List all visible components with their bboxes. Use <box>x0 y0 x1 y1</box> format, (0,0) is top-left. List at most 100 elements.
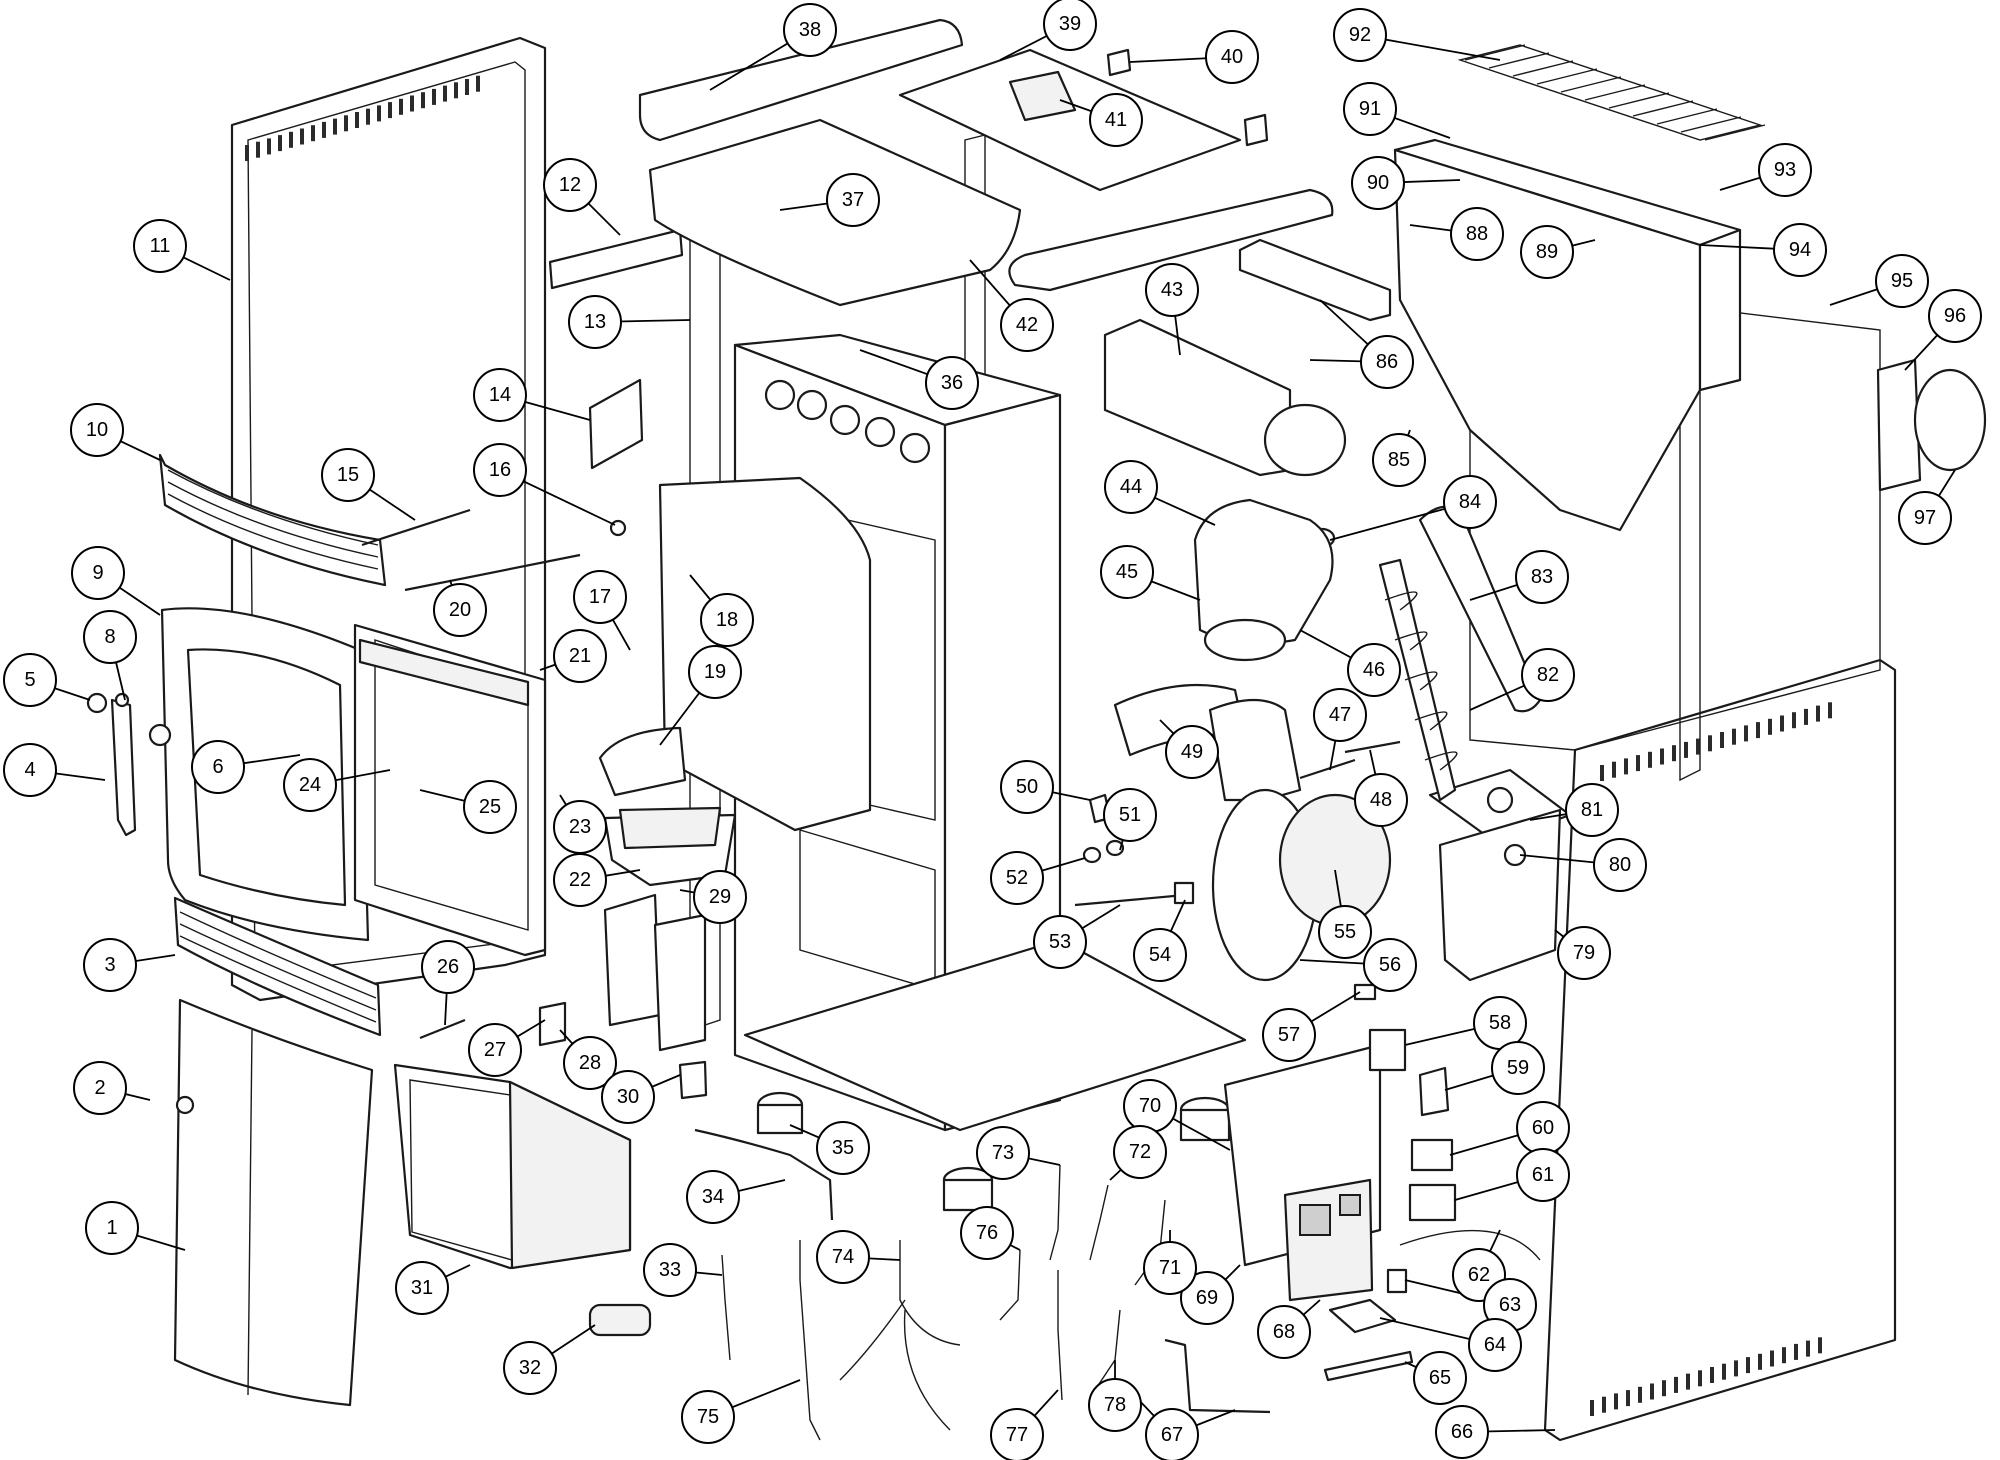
callout-number: 23 <box>569 816 591 838</box>
callout-77: 77 <box>990 1408 1044 1460</box>
callout-bubble <box>503 1341 557 1395</box>
callout-bubble <box>1033 915 1087 969</box>
callout-number: 86 <box>1376 351 1398 373</box>
vent-slot <box>1698 1370 1702 1387</box>
callout-43: 43 <box>1145 263 1199 317</box>
callout-35: 35 <box>816 1121 870 1175</box>
vent-slot <box>377 105 381 122</box>
callout-number: 42 <box>1016 314 1038 336</box>
callout-number: 30 <box>617 1086 639 1108</box>
grate-bar <box>1512 60 1574 77</box>
door-frame <box>160 607 370 942</box>
callout-23: 23 <box>553 800 607 854</box>
callout-bubble <box>73 1061 127 1115</box>
rear-panel-95 <box>1469 279 1881 751</box>
callout-bubble <box>643 1243 697 1297</box>
callout-number: 49 <box>1181 741 1203 763</box>
vent-slot <box>1768 718 1772 735</box>
grate-bar <box>1704 124 1766 141</box>
vent-slot <box>1780 715 1784 732</box>
spacer-26 <box>419 1018 466 1040</box>
callout-number: 61 <box>1532 1164 1554 1186</box>
clamp-54 <box>1173 881 1195 905</box>
vent-slot <box>1792 712 1796 729</box>
callout-number: 38 <box>799 19 821 41</box>
callout-bubble <box>686 1170 740 1224</box>
vent-slot <box>454 82 458 99</box>
callout-28: 28 <box>563 1036 617 1090</box>
igniter-34 <box>694 1128 834 1221</box>
callout-70: 70 <box>1123 1079 1177 1133</box>
nut-52b <box>1105 839 1125 857</box>
vent-slot <box>1720 732 1724 748</box>
callout-bubble <box>1262 1008 1316 1062</box>
callout-number: 50 <box>1016 776 1038 798</box>
vent-slot <box>1686 1373 1690 1390</box>
callout-number: 10 <box>86 419 108 441</box>
vent-slot <box>1708 735 1712 752</box>
grate-bar <box>1680 116 1742 133</box>
vent-slot <box>267 138 271 155</box>
callout-bubble <box>321 448 375 502</box>
foot-35b <box>756 1103 804 1135</box>
callout-number: 66 <box>1451 1421 1473 1443</box>
harness-33 <box>721 1254 731 1361</box>
callout-32: 32 <box>503 1341 557 1395</box>
callout-number: 95 <box>1891 270 1913 292</box>
callout-number: 96 <box>1944 305 1966 327</box>
callout-bubble <box>816 1230 870 1284</box>
vent-slot <box>1590 1400 1594 1416</box>
callout-26: 26 <box>421 940 475 994</box>
probe-65 <box>1323 1350 1414 1382</box>
callout-bubble <box>1043 0 1097 51</box>
lower-grille <box>173 896 382 1037</box>
remote-32 <box>588 1303 652 1337</box>
callout-number: 59 <box>1507 1057 1529 1079</box>
callout-number: 46 <box>1363 659 1385 681</box>
callout-25: 25 <box>463 780 517 834</box>
callout-bubble <box>1875 254 1929 308</box>
callout-bubble <box>1565 783 1619 837</box>
callout-number: 84 <box>1459 491 1481 513</box>
callout-number: 39 <box>1059 13 1081 35</box>
foot-70b <box>1179 1108 1231 1142</box>
callout-bubble <box>543 158 597 212</box>
callout-bubble <box>688 645 742 699</box>
callout-88: 88 <box>1450 207 1504 261</box>
bracket-59 <box>1418 1066 1450 1117</box>
vent-slot <box>1818 1337 1822 1354</box>
vent-slot <box>1782 1347 1786 1364</box>
callout-bubble <box>133 219 187 273</box>
callout-number: 90 <box>1367 172 1389 194</box>
vent-slot <box>1612 761 1616 778</box>
callout-bubble <box>1333 8 1387 62</box>
callout-34: 34 <box>686 1170 740 1224</box>
callout-number: 11 <box>150 235 171 257</box>
callout-51: 51 <box>1103 788 1157 842</box>
callout-number: 19 <box>704 661 726 683</box>
callout-73: 73 <box>976 1126 1030 1180</box>
callout-number: 17 <box>589 586 611 608</box>
callout-bubble <box>1491 1041 1545 1095</box>
vent-slot <box>333 118 337 135</box>
harness-78 <box>1094 1309 1121 1391</box>
callout-bubble <box>990 851 1044 905</box>
combustion-fan <box>1208 698 1392 982</box>
callout-number: 16 <box>489 459 511 481</box>
harness-76 <box>999 1249 1021 1321</box>
callout-number: 37 <box>842 189 864 211</box>
callout-number: 31 <box>411 1277 433 1299</box>
callout-number: 62 <box>1468 1264 1490 1286</box>
callout-number: 43 <box>1161 279 1183 301</box>
bracket-28 <box>653 913 707 1052</box>
callout-number: 63 <box>1499 1294 1521 1316</box>
exhaust-motor <box>1263 403 1347 477</box>
callout-bubble <box>395 1261 449 1315</box>
callout-number: 72 <box>1129 1141 1151 1163</box>
vent-slot <box>278 135 282 152</box>
top-strip-42 <box>1008 188 1334 292</box>
vent-slot <box>344 115 348 132</box>
lid-39 <box>898 48 1242 192</box>
callout-33: 33 <box>643 1243 697 1297</box>
callout-bubble <box>1089 93 1143 147</box>
